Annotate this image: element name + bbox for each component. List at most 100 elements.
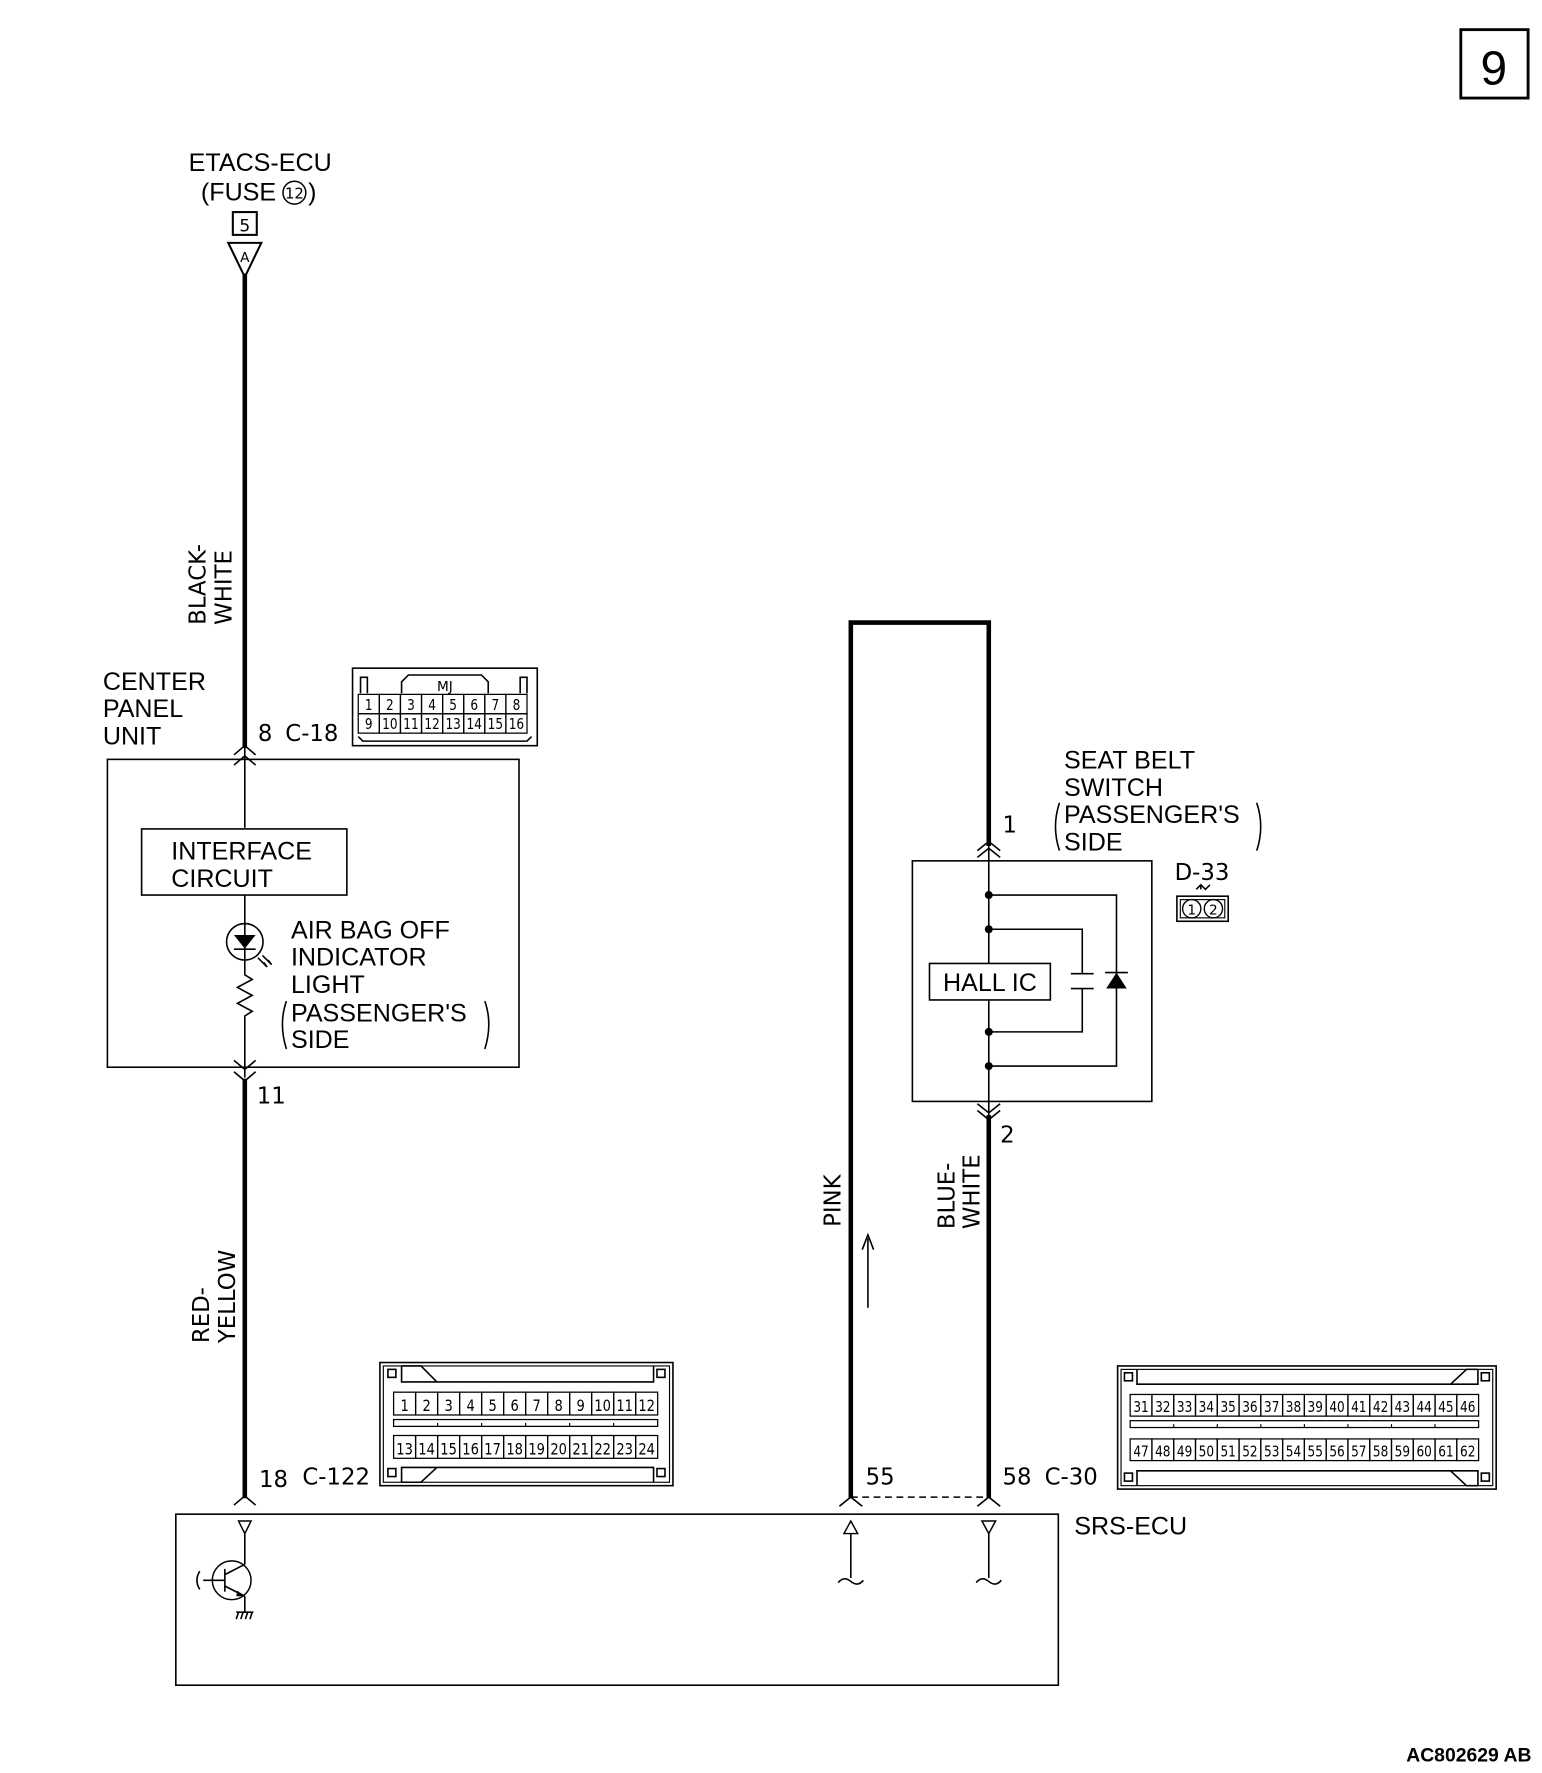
connector-pin-number: 24 <box>638 1439 655 1458</box>
connector-d33-label: D-33 <box>1175 860 1230 886</box>
pin-2-label: 2 <box>1000 1122 1015 1148</box>
connector-pin-number: 50 <box>1199 1444 1214 1461</box>
connector-pin-number: 12 <box>424 716 439 733</box>
pin-1-label: 1 <box>1002 812 1017 838</box>
connector-pin-number: 32 <box>1155 1399 1170 1416</box>
resistor-icon <box>235 960 254 1078</box>
connector-pin-number: 7 <box>492 697 500 714</box>
connector-pin-number: 14 <box>418 1439 435 1458</box>
connector-pin-number: 1 <box>365 697 373 714</box>
connector-pin-number: 43 <box>1395 1399 1410 1416</box>
connector-pin-number: 4 <box>466 1396 474 1415</box>
srs-ecu-label: SRS-ECU <box>1074 1513 1187 1541</box>
connector-pin-number: 11 <box>616 1396 633 1415</box>
center-panel-unit-box <box>106 758 520 1069</box>
connector-pin-number: 12 <box>638 1396 655 1415</box>
connector-pin-number: 15 <box>440 1439 457 1458</box>
page-number: 9 <box>1481 42 1508 95</box>
svg-text:LIGHT: LIGHT <box>291 971 365 999</box>
svg-text:2: 2 <box>1209 902 1218 918</box>
connector-pin-number: 7 <box>532 1396 540 1415</box>
svg-text:UNIT: UNIT <box>103 723 162 751</box>
hall-ic-label: HALL IC <box>943 969 1037 997</box>
connector-pin-number: 2 <box>386 697 394 714</box>
wire-label-pink: PINK <box>821 1173 847 1227</box>
svg-text:PASSENGER'S: PASSENGER'S <box>1064 801 1240 829</box>
connector-pin-number: 41 <box>1351 1399 1366 1416</box>
svg-text:WHITE: WHITE <box>960 1154 986 1229</box>
connector-d33-face: 1 2 <box>1176 883 1230 923</box>
connector-pin-number: 17 <box>484 1439 501 1458</box>
wire-label-blue-white: BLUE- WHITE <box>935 1154 986 1229</box>
connector-c122-label: C-122 <box>302 1465 370 1491</box>
fuse-label-suffix: ) <box>308 179 316 207</box>
connector-pin-number: 48 <box>1155 1444 1170 1461</box>
svg-text:BLUE-: BLUE- <box>935 1163 961 1230</box>
connector-pin-number: 60 <box>1416 1444 1431 1461</box>
fuse-number-circle <box>282 180 307 205</box>
wire-color-text: BLACK- <box>185 544 211 625</box>
connector-pin-number: 22 <box>594 1439 611 1458</box>
current-direction-arrow-icon <box>861 1232 875 1308</box>
connector-pin-number: 16 <box>509 716 524 733</box>
connector-pin-number: 61 <box>1438 1444 1453 1461</box>
page-number-box: 9 <box>1459 28 1530 100</box>
svg-text:SIDE: SIDE <box>1064 829 1123 857</box>
wire-label-red-yellow: RED- YELLOW <box>189 1250 241 1344</box>
pin-11-label: 11 <box>257 1084 286 1110</box>
power-source-etacs-ecu: ETACS-ECU (FUSE 12 ) 5 A <box>189 149 332 280</box>
seat-belt-switch-label: SEAT BELT SWITCH PASSENGER'S SIDE <box>1054 746 1262 857</box>
seat-belt-switch-box <box>911 860 1153 1103</box>
connector-pin-number: 4 <box>428 697 436 714</box>
connector-pin-number: 47 <box>1133 1444 1148 1461</box>
connector-pin-cell <box>1456 1438 1480 1462</box>
ecu-input-symbols <box>837 1519 1002 1585</box>
connector-pin-number: 16 <box>462 1439 479 1458</box>
connector-pin-number: 5 <box>488 1396 496 1415</box>
connector-pin-number: 33 <box>1177 1399 1192 1416</box>
air-bag-off-indicator-label: AIR BAG OFF INDICATOR LIGHT PASSENGER'S … <box>281 916 490 1054</box>
connector-pin-number: 40 <box>1329 1399 1344 1416</box>
connector-c18-label: C-18 <box>285 721 338 747</box>
svg-text:SEAT BELT: SEAT BELT <box>1064 746 1195 774</box>
fuse-number: 12 <box>285 185 304 202</box>
connector-pin-cell <box>635 1434 659 1459</box>
connector-pin-number: 3 <box>444 1396 452 1415</box>
connector-pin-number: 14 <box>467 716 482 733</box>
transistor-icon <box>196 1520 254 1620</box>
terminal-box <box>231 211 258 236</box>
svg-text:PASSENGER'S: PASSENGER'S <box>291 1000 467 1028</box>
etacs-ecu-label: ETACS-ECU <box>189 149 332 177</box>
center-panel-unit-label: CENTER PANEL UNIT <box>103 668 206 751</box>
connector-pin-number: 13 <box>445 716 460 733</box>
svg-text:SWITCH: SWITCH <box>1064 774 1163 802</box>
connector-chevron <box>838 1496 1001 1507</box>
connector-pin-number: 8 <box>513 697 521 714</box>
svg-text:CENTER: CENTER <box>103 668 206 696</box>
connector-pin-number: 15 <box>488 716 503 733</box>
connector-pin-number: 34 <box>1199 1399 1214 1416</box>
connector-pin-number: 2 <box>422 1396 430 1415</box>
connector-pin-number: 18 <box>506 1439 523 1458</box>
pin-8-label: 8 <box>258 721 273 747</box>
connector-pin-number: 46 <box>1460 1399 1475 1416</box>
pin-55-label: 55 <box>866 1465 895 1491</box>
connector-pin-number: 54 <box>1286 1444 1301 1461</box>
connector-chevron <box>233 1494 257 1506</box>
connector-pin-number: 13 <box>396 1439 413 1458</box>
indicator-led-icon <box>225 922 273 968</box>
connector-pin-number: 19 <box>528 1439 545 1458</box>
connector-pin-number: 59 <box>1395 1444 1410 1461</box>
diode-icon <box>1106 972 1127 989</box>
connector-pin-cell <box>505 713 528 734</box>
connector-pin-number: 57 <box>1351 1444 1366 1461</box>
connector-pin-cell <box>635 1391 659 1416</box>
connector-c30-label: C-30 <box>1045 1465 1098 1491</box>
connector-pin-number: 11 <box>403 716 418 733</box>
connector-pin-number: 44 <box>1416 1399 1431 1416</box>
figure-id: AC802629 AB <box>1406 1745 1531 1767</box>
